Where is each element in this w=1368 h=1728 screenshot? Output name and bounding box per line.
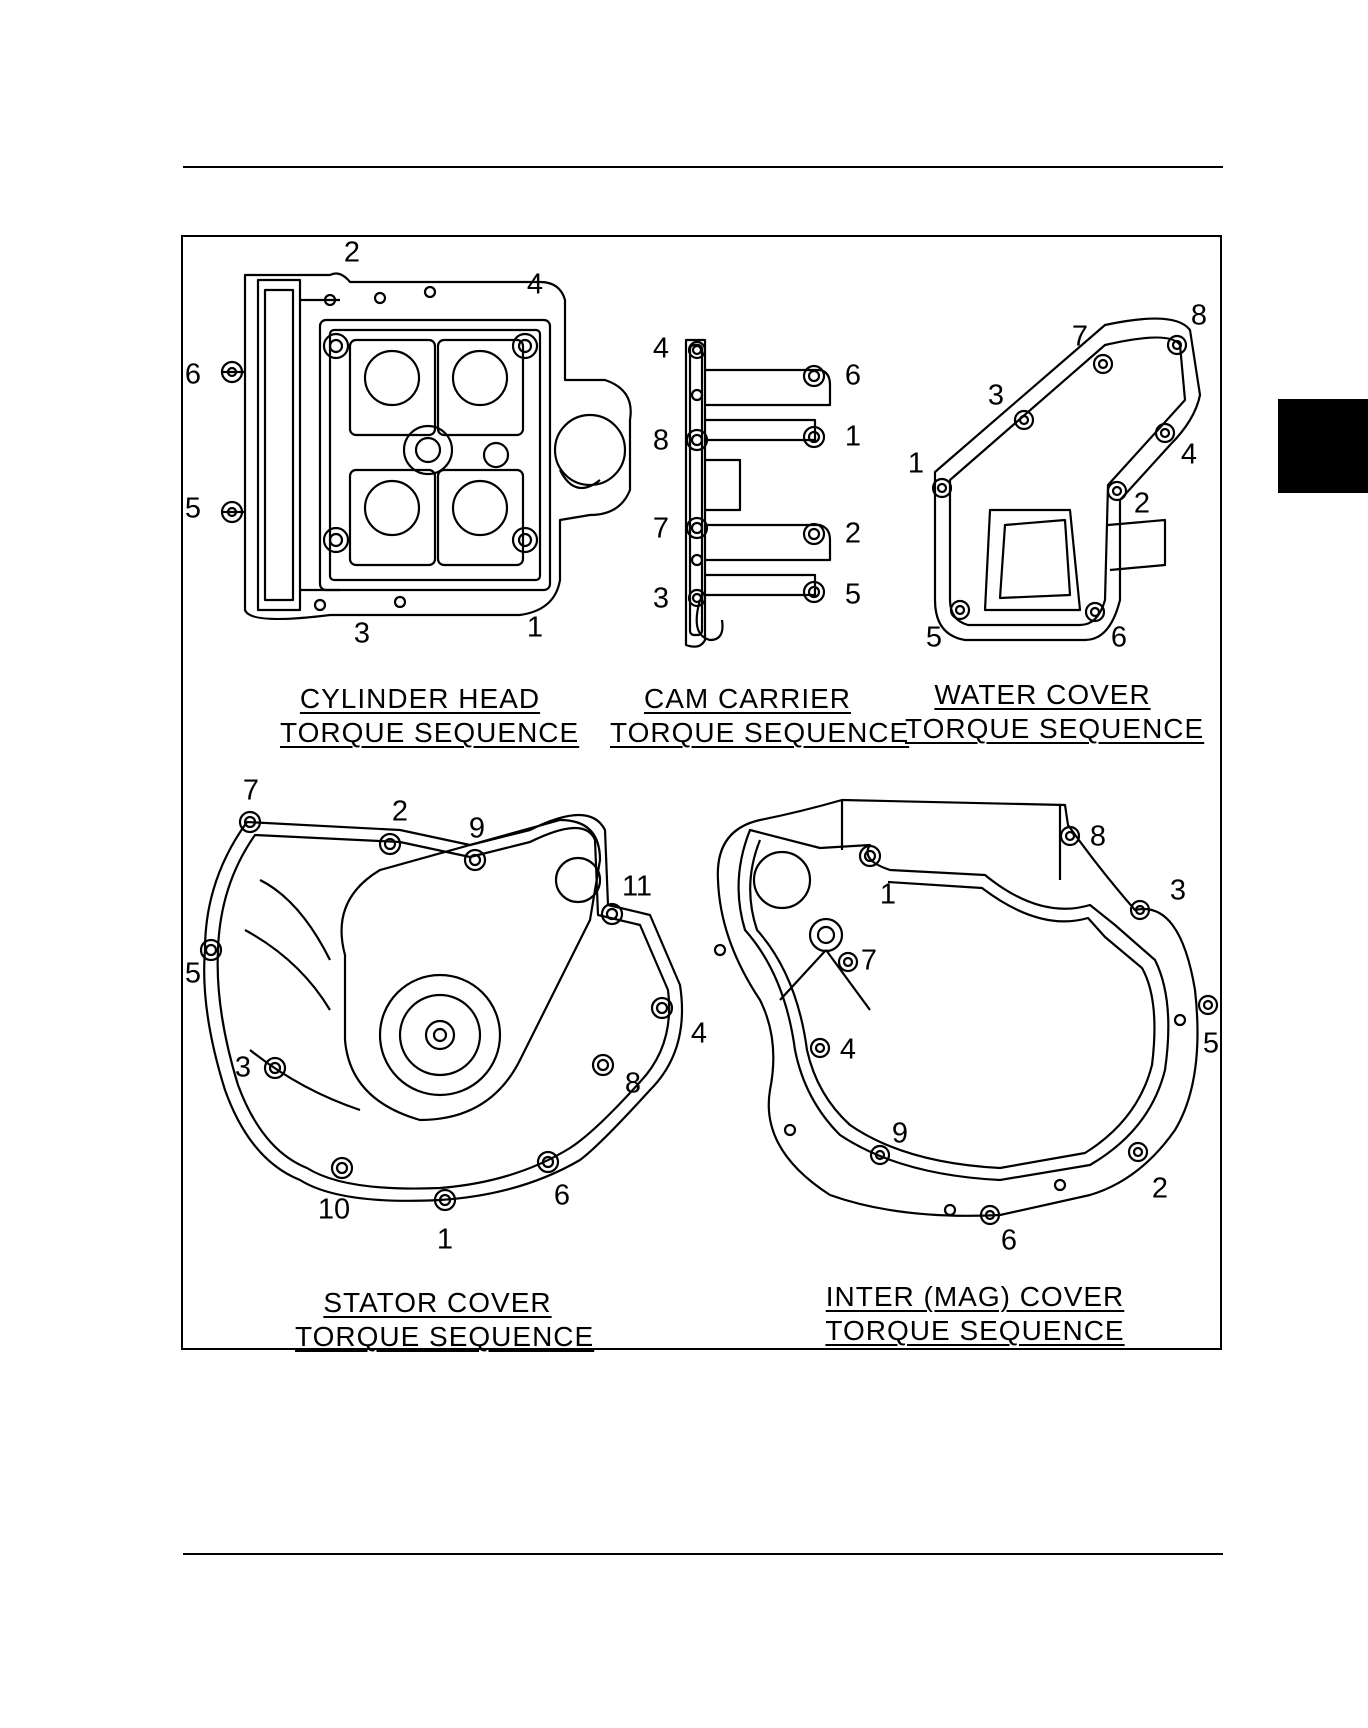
water-cover-bolt-8: 8 [1191, 302, 1207, 331]
caption-title: CYLINDER HEAD [280, 682, 560, 716]
stator-cover-bolt-11: 11 [622, 873, 652, 902]
stator-cover-bolt-6: 6 [554, 1182, 570, 1211]
cylinder-head-bolt-1: 1 [527, 614, 543, 643]
stator-cover-bolt-10: 10 [318, 1196, 350, 1225]
caption-title: CAM CARRIER [610, 682, 885, 716]
inter-mag-cover-bolt-4: 4 [840, 1036, 856, 1065]
cam-carrier-bolt-6: 6 [845, 362, 861, 391]
stator-cover-caption: STATOR COVER TORQUE SEQUENCE [295, 1286, 580, 1354]
inter-mag-cover-bolt-7: 7 [861, 947, 877, 976]
cam-carrier-bolt-2: 2 [845, 520, 861, 549]
inter-mag-cover-bolt-1: 1 [880, 881, 896, 910]
water-cover-bolt-5: 5 [926, 624, 942, 653]
caption-subtitle: TORQUE SEQUENCE [610, 716, 885, 750]
caption-title: STATOR COVER [295, 1286, 580, 1320]
water-cover-bolt-3: 3 [988, 382, 1004, 411]
water-cover-bolt-2: 2 [1134, 490, 1150, 519]
stator-cover-bolt-1: 1 [437, 1226, 453, 1255]
cylinder-head-bolt-2: 2 [344, 239, 360, 268]
stator-cover-bolt-4: 4 [691, 1020, 707, 1049]
inter-mag-cover-caption: INTER (MAG) COVER TORQUE SEQUENCE [820, 1280, 1130, 1348]
stator-cover-drawing [201, 812, 682, 1210]
inter-mag-cover-bolt-2: 2 [1152, 1175, 1168, 1204]
cam-carrier-bolt-8: 8 [653, 427, 669, 456]
inter-mag-cover-bolt-5: 5 [1203, 1030, 1219, 1059]
stator-cover-bolt-7: 7 [243, 777, 259, 806]
caption-subtitle: TORQUE SEQUENCE [820, 1314, 1130, 1348]
stator-cover-bolt-2: 2 [392, 798, 408, 827]
cylinder-head-bolt-3: 3 [354, 620, 370, 649]
cam-carrier-caption: CAM CARRIER TORQUE SEQUENCE [610, 682, 885, 750]
inter-mag-cover-bolt-6: 6 [1001, 1227, 1017, 1256]
cam-carrier-bolt-5: 5 [845, 581, 861, 610]
caption-title: INTER (MAG) COVER [820, 1280, 1130, 1314]
inter-mag-cover-bolt-9: 9 [892, 1120, 908, 1149]
stator-cover-bolt-8: 8 [625, 1070, 641, 1099]
cylinder-head-bolt-5: 5 [185, 495, 201, 524]
cam-carrier-bolt-3: 3 [653, 585, 669, 614]
water-cover-bolt-4: 4 [1181, 441, 1197, 470]
caption-title: WATER COVER [905, 678, 1180, 712]
cylinder-head-bolt-6: 6 [185, 361, 201, 390]
water-cover-bolt-7: 7 [1072, 323, 1088, 352]
water-cover-caption: WATER COVER TORQUE SEQUENCE [905, 678, 1180, 746]
stator-cover-bolt-3: 3 [235, 1054, 251, 1083]
water-cover-bolt-1: 1 [908, 450, 924, 479]
cam-carrier-bolt-7: 7 [653, 515, 669, 544]
water-cover-bolt-6: 6 [1111, 624, 1127, 653]
cylinder-head-drawing [222, 274, 631, 619]
caption-subtitle: TORQUE SEQUENCE [280, 716, 560, 750]
stator-cover-bolt-5: 5 [185, 960, 201, 989]
caption-subtitle: TORQUE SEQUENCE [905, 712, 1180, 746]
cylinder-head-bolt-4: 4 [527, 271, 543, 300]
inter-mag-cover-bolt-8: 8 [1090, 823, 1106, 852]
stator-cover-bolt-9: 9 [469, 815, 485, 844]
water-cover-drawing [933, 319, 1200, 640]
cam-carrier-bolt-1: 1 [845, 423, 861, 452]
caption-subtitle: TORQUE SEQUENCE [295, 1320, 580, 1354]
inter-mag-cover-drawing [715, 800, 1217, 1224]
inter-mag-cover-bolt-3: 3 [1170, 877, 1186, 906]
cam-carrier-drawing [686, 340, 830, 647]
cam-carrier-bolt-4: 4 [653, 335, 669, 364]
footer-rule [183, 1553, 1223, 1555]
cylinder-head-caption: CYLINDER HEAD TORQUE SEQUENCE [280, 682, 560, 750]
